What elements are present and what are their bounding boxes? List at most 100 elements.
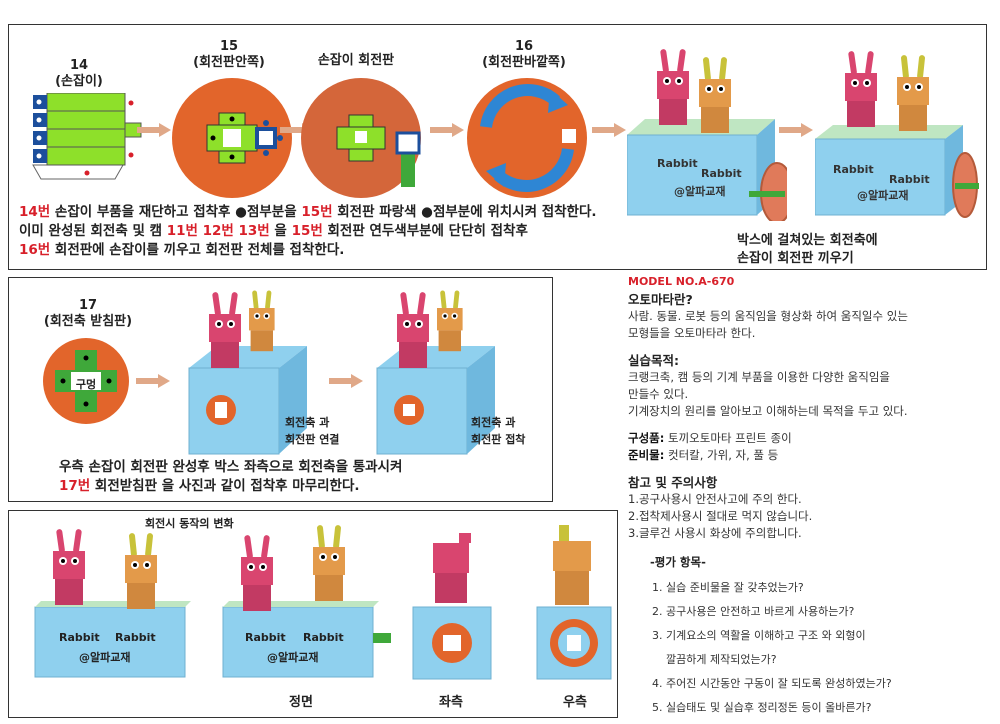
materials-line: 준비물: 컷터칼, 가위, 자, 풀 등 (628, 447, 993, 464)
step17-number: 17 (78, 298, 98, 313)
caption-a-line2: 회전판 연결 (285, 433, 340, 446)
instruction-text: 손잡이 부품을 재단하고 접착후 ●점부분을 (50, 204, 302, 220)
automata-desc-1: 사람. 동물. 로봇 등의 움직임을 형상화 하여 움직일수 있는 (628, 309, 908, 323)
step14-label: 14 (손잡이) (39, 58, 119, 90)
notes-title: 참고 및 주의사항 (628, 475, 718, 490)
label-left: 좌측 (439, 695, 463, 710)
label-right: 우측 (563, 695, 587, 710)
instruction-text: 을 (269, 223, 292, 239)
box-label-brand-2: @알파교재 (857, 189, 909, 202)
outer-disc-icon (467, 78, 587, 198)
box-label-rabbit-3: Rabbit (245, 631, 286, 644)
panel-steps-14-16: 14 (손잡이) 15 (회전판안쪽) 손잡이 회전판 (8, 24, 987, 270)
motion-title: 회전시 동작의 변화 (145, 517, 234, 530)
panel-motion-views: 회전시 동작의 변화 Rabbit Rabbit @알파교재 Rabbit Ra… (8, 510, 618, 718)
eval-item-1: 1. 실습 준비물을 잘 갖추었는가? (652, 581, 804, 594)
ref-part-15: 15번 (291, 223, 323, 239)
components-line: 구성품: 토끼오토마타 프린트 종이 (628, 430, 993, 447)
inner-disc-icon (172, 78, 292, 198)
step16-number: 16 (514, 39, 534, 54)
automata-desc-2: 모형들을 오토마타라 한다. (628, 326, 756, 340)
box-label-rabbit-3: Rabbit (833, 163, 874, 176)
caption-line-2: 손잡이 회전판 끼우기 (737, 251, 854, 266)
support-disc-icon (43, 338, 129, 424)
instruction-text: 회전판 파랑색 ●점부분에 위치시켜 접착한다. (332, 204, 597, 220)
caption-a-line1: 회전축 과 (285, 416, 330, 429)
panel-step-17: 17 (회전축 받침판) 구멍 회전축 과 회전판 연결 회전축 과 회전판 접… (8, 277, 553, 502)
arrow-right-icon (430, 123, 464, 137)
materials-value: 컷터칼, 가위, 자, 풀 등 (664, 448, 779, 462)
box-label-rabbit-1: Rabbit (657, 157, 698, 170)
materials-label: 준비물: (628, 448, 665, 462)
box-label-brand: @알파교재 (79, 651, 131, 664)
components-value: 토끼오토마타 프린트 종이 (664, 431, 792, 445)
instruction-text: 회전판에 손잡이를 끼우고 회전판 전체를 접착한다. (50, 242, 345, 258)
box-label-rabbit-4: Rabbit (303, 631, 344, 644)
caption-b-line2: 회전판 접착 (471, 433, 526, 446)
components-label: 구성품: (628, 431, 665, 445)
caption-line-1: 박스에 걸쳐있는 회전축에 (737, 233, 878, 248)
arrow-right-icon (137, 123, 171, 137)
box-label-rabbit-2: Rabbit (701, 167, 742, 180)
eval-item-5: 5. 실습태도 및 실습후 정리정돈 등이 올바른가? (652, 701, 872, 714)
box-model-icon (815, 50, 979, 218)
ref-part-15: 15번 (301, 204, 333, 220)
handle-part-icon (32, 93, 142, 180)
eval-item-3-cont: 깔끔하게 제작되었는가? (666, 653, 777, 666)
step16-label: 16 (회전판바깥쪽) (464, 39, 584, 71)
eval-title: -평가 항목- (650, 555, 706, 569)
box-model-icon (627, 48, 787, 221)
note-1: 1.공구사용시 안전사고에 주의 한다. (628, 492, 802, 506)
box-model-icon (376, 290, 495, 455)
label-front: 정면 (289, 695, 313, 710)
purpose-desc-1: 크랭크축, 캠 등의 기계 부품을 이용한 다양한 움직임을 (628, 370, 891, 384)
box-label-brand-2: @알파교재 (267, 651, 319, 664)
step17-label: 17 (회전축 받침판) (33, 298, 143, 330)
instruction-line-1: 우측 손잡이 회전판 완성후 박스 좌측으로 회전축을 통과시켜 (59, 459, 403, 475)
front-view-2-icon (222, 524, 391, 678)
box-label-rabbit-2: Rabbit (115, 631, 156, 644)
step15b-label: 손잡이 회전판 (317, 53, 395, 68)
instruction-line-2: 17번 회전받침판 을 사진과 같이 접착후 마무리한다. (59, 477, 360, 496)
right-view-icon (536, 525, 612, 680)
handle-disc-icon (301, 78, 421, 198)
purpose-desc-2: 만들수 있다. (628, 387, 689, 401)
front-view-1-icon (34, 528, 191, 678)
box-model-icon (188, 290, 307, 455)
instruction-line-2: 이미 완성된 회전축 및 캠 11번 12번 13번 을 15번 회전판 연두색… (19, 222, 528, 241)
eval-item-4: 4. 주어진 시간동안 구동이 잘 되도록 완성하였는가? (652, 677, 892, 690)
model-number: MODEL NO.A-670 (628, 275, 735, 288)
step17-name: (회전축 받침판) (43, 314, 133, 329)
ref-parts-11-13: 11번 12번 13번 (166, 223, 270, 239)
arrow-right-icon (136, 374, 170, 388)
box-label-rabbit-4: Rabbit (889, 173, 930, 186)
caption-b-line1: 회전축 과 (471, 416, 516, 429)
instruction-text: 회전받침판 을 사진과 같이 접착후 마무리한다. (90, 478, 360, 494)
purpose-desc-3: 기계장치의 원리를 알아보고 이해하는데 목적을 두고 있다. (628, 404, 908, 418)
instruction-line-3: 16번 회전판에 손잡이를 끼우고 회전판 전체를 접착한다. (19, 241, 344, 260)
box-label-rabbit-1: Rabbit (59, 631, 100, 644)
ref-part-16: 16번 (19, 242, 51, 258)
step15-name: (회전판안쪽) (193, 55, 265, 70)
step14-number: 14 (69, 58, 89, 73)
instruction-text: 회전판 연두색부분에 단단히 접착후 (322, 223, 528, 239)
note-2: 2.접착제사용시 절대로 먹지 않습니다. (628, 509, 813, 523)
ref-part-14: 14번 (19, 204, 51, 220)
eval-item-2: 2. 공구사용은 안전하고 바르게 사용하는가? (652, 605, 855, 618)
arrow-right-icon (779, 123, 813, 137)
note-3: 3.글루건 사용시 화상에 주의합니다. (628, 526, 802, 540)
arrow-right-icon (329, 374, 363, 388)
left-view-icon (412, 533, 492, 680)
hole-label: 구멍 (75, 378, 97, 391)
automata-title: 오토마타란? (628, 292, 693, 307)
ref-part-17: 17번 (59, 478, 91, 494)
instruction-text: 이미 완성된 회전축 및 캠 (19, 223, 167, 239)
arrow-right-icon (592, 123, 626, 137)
step15-label: 15 (회전판안쪽) (179, 39, 279, 71)
step14-name: (손잡이) (55, 74, 103, 89)
instruction-line-1: 14번 손잡이 부품을 재단하고 접착후 ●점부분을 15번 회전판 파랑색 ●… (19, 203, 597, 222)
purpose-title: 실습목적: (628, 353, 679, 368)
step15-number: 15 (219, 39, 239, 54)
eval-item-3: 3. 기계요소의 역활을 이해하고 구조 와 외형이 (652, 629, 866, 642)
info-column: MODEL NO.A-670 오토마타란? 사람. 동물. 로봇 등의 움직임을… (628, 274, 993, 720)
